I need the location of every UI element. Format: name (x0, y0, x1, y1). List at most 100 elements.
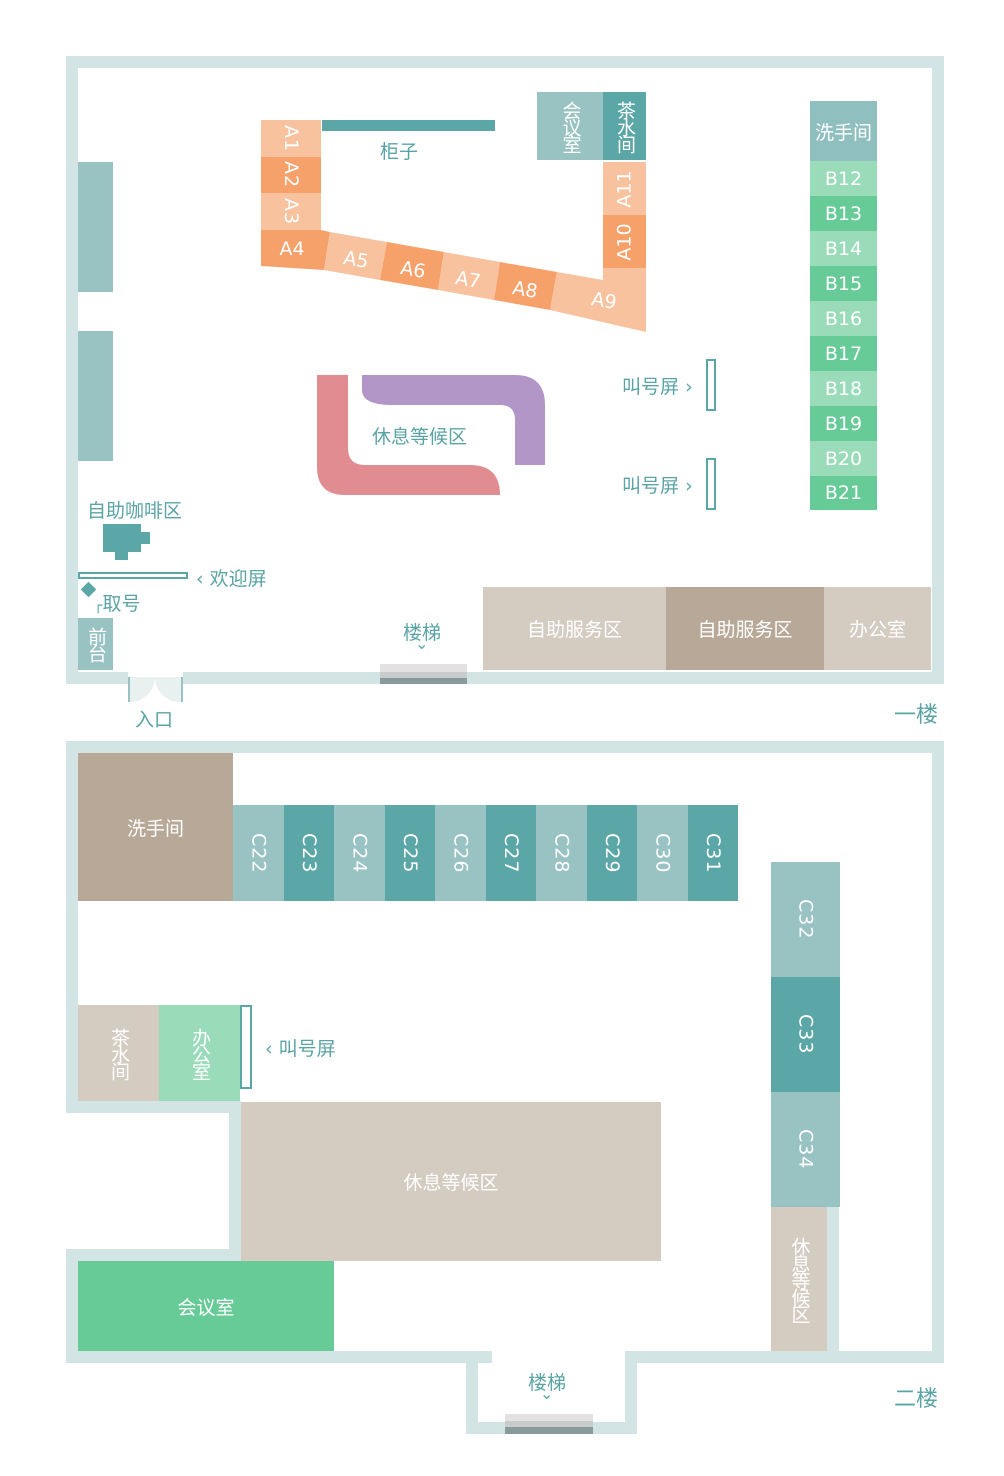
call-screen-label-2: 叫号屏 › (622, 471, 693, 498)
welcome-screen-text: 欢迎屏 (209, 568, 267, 590)
desk-c29[interactable]: C29 (587, 805, 637, 901)
desk-c33[interactable]: C33 (771, 977, 840, 1092)
restroom-f1[interactable]: 洗手间 (810, 101, 877, 161)
waiting-area-side-f2[interactable]: 休息等候区 (771, 1207, 827, 1351)
desk-b18[interactable]: B18 (810, 371, 877, 406)
self-service-area-1[interactable]: 自助服务区 (483, 587, 666, 670)
cabinet (322, 120, 495, 131)
sofa-pink (317, 375, 500, 495)
wall (932, 741, 944, 1363)
desk-c26[interactable]: C26 (435, 805, 486, 901)
desk-b13[interactable]: B13 (810, 196, 877, 231)
desk-b20[interactable]: B20 (810, 441, 877, 476)
call-screen-2[interactable] (706, 458, 716, 510)
desk-b19[interactable]: B19 (810, 406, 877, 441)
desk-a7[interactable] (438, 252, 500, 300)
wall (66, 56, 944, 68)
wall (625, 1351, 944, 1363)
entrance-label: 入口 (135, 709, 174, 731)
desk-b12[interactable]: B12 (810, 161, 877, 196)
desk-b21[interactable]: B21 (810, 476, 877, 510)
chevron-down-icon: ⌄ (415, 634, 429, 653)
desk-c34[interactable]: C34 (771, 1092, 840, 1207)
desk-c30[interactable]: C30 (637, 805, 688, 901)
desk-b15[interactable]: B15 (810, 266, 877, 301)
coffee-machine-icon-part (141, 532, 150, 544)
desk-c22[interactable]: C22 (233, 805, 284, 901)
desk-c27[interactable]: C27 (486, 805, 536, 901)
wall-panel (78, 331, 113, 461)
desk-c24[interactable]: C24 (334, 805, 385, 901)
wall (229, 1101, 241, 1261)
desk-a2[interactable] (261, 157, 321, 193)
waiting-area-f2[interactable]: 休息等候区 (241, 1102, 661, 1261)
desk-a2-label: A2 (280, 161, 302, 189)
call-screen-label-1: 叫号屏 › (622, 372, 693, 399)
desk-a4[interactable] (261, 230, 330, 270)
meeting-room-f1[interactable]: 会议室 (537, 92, 603, 160)
desk-a10[interactable] (603, 215, 646, 268)
chevron-right-icon: › (685, 475, 693, 497)
meeting-room-f2[interactable]: 会议室 (78, 1261, 334, 1351)
welcome-screen[interactable] (78, 572, 188, 579)
wall (66, 56, 78, 684)
coffee-machine-icon-part (115, 552, 128, 560)
reception[interactable]: 前台 (78, 618, 113, 670)
waiting-sofas (317, 375, 545, 495)
chevron-left-icon: ‹ (196, 568, 204, 590)
waiting-area-f1: 休息等候区 (372, 426, 468, 448)
wall (66, 741, 78, 1113)
desk-a5[interactable] (324, 232, 387, 280)
desk-a6[interactable] (380, 242, 444, 290)
desk-c28[interactable]: C28 (536, 805, 587, 901)
desk-b17[interactable]: B17 (810, 336, 877, 371)
call-screen-f2[interactable] (240, 1005, 252, 1089)
wall-panel (78, 162, 113, 292)
office-f1[interactable]: 办公室 (824, 587, 931, 670)
desk-a8[interactable] (494, 262, 557, 310)
desk-b16[interactable]: B16 (810, 301, 877, 336)
stairs-label-f1: 楼梯 (403, 622, 442, 644)
desk-c23[interactable]: C23 (284, 805, 334, 901)
coffee-machine-icon (103, 524, 141, 552)
call-screen-1[interactable] (706, 359, 716, 411)
call-screen-label-f2: ‹ 叫号屏 (265, 1034, 336, 1061)
desk-c25[interactable]: C25 (385, 805, 435, 901)
tea-room-f2[interactable]: 茶水间 (78, 1005, 159, 1101)
desk-a3[interactable] (261, 193, 321, 230)
office-f2[interactable]: 办公室 (159, 1005, 240, 1101)
wall (66, 1249, 78, 1363)
call-screen-f2-text: 叫号屏 (278, 1038, 336, 1060)
call-screen-1-text: 叫号屏 (622, 376, 680, 398)
sofa-purple (362, 375, 545, 465)
tea-room-f1[interactable]: 茶水间 (603, 92, 646, 160)
wall (466, 1351, 478, 1434)
cabinet-label: 柜子 (380, 141, 419, 163)
desk-a1[interactable] (261, 120, 321, 157)
wall (66, 741, 944, 753)
desk-a11[interactable] (603, 162, 646, 215)
desk-a1-label: A1 (280, 124, 302, 153)
a-desk-layout (261, 120, 646, 332)
desk-c31[interactable]: C31 (688, 805, 738, 901)
chevron-left-icon: ‹ (265, 1038, 273, 1060)
desk-c32[interactable]: C32 (771, 862, 840, 977)
desk-a3-label: A3 (280, 197, 302, 226)
wall (625, 1351, 637, 1434)
wall (827, 1207, 839, 1357)
stairs-f1[interactable] (380, 664, 467, 684)
wall (183, 672, 944, 684)
self-service-area-2[interactable]: 自助服务区 (666, 587, 824, 670)
coffee-area-label: 自助咖啡区 (87, 500, 183, 522)
floor-2-label: 二楼 (894, 1387, 939, 1412)
corner-icon: ┌ (94, 598, 103, 614)
desk-a4-label: A4 (279, 238, 305, 260)
restroom-f2[interactable]: 洗手间 (78, 753, 233, 901)
desk-b14[interactable]: B14 (810, 231, 877, 266)
chevron-right-icon: › (685, 376, 693, 398)
stairs-f2[interactable] (505, 1414, 593, 1434)
desk-a9[interactable] (550, 268, 646, 332)
call-screen-2-text: 叫号屏 (622, 475, 680, 497)
ticket-label: ┌取号 (94, 589, 140, 616)
wall (66, 1101, 241, 1113)
